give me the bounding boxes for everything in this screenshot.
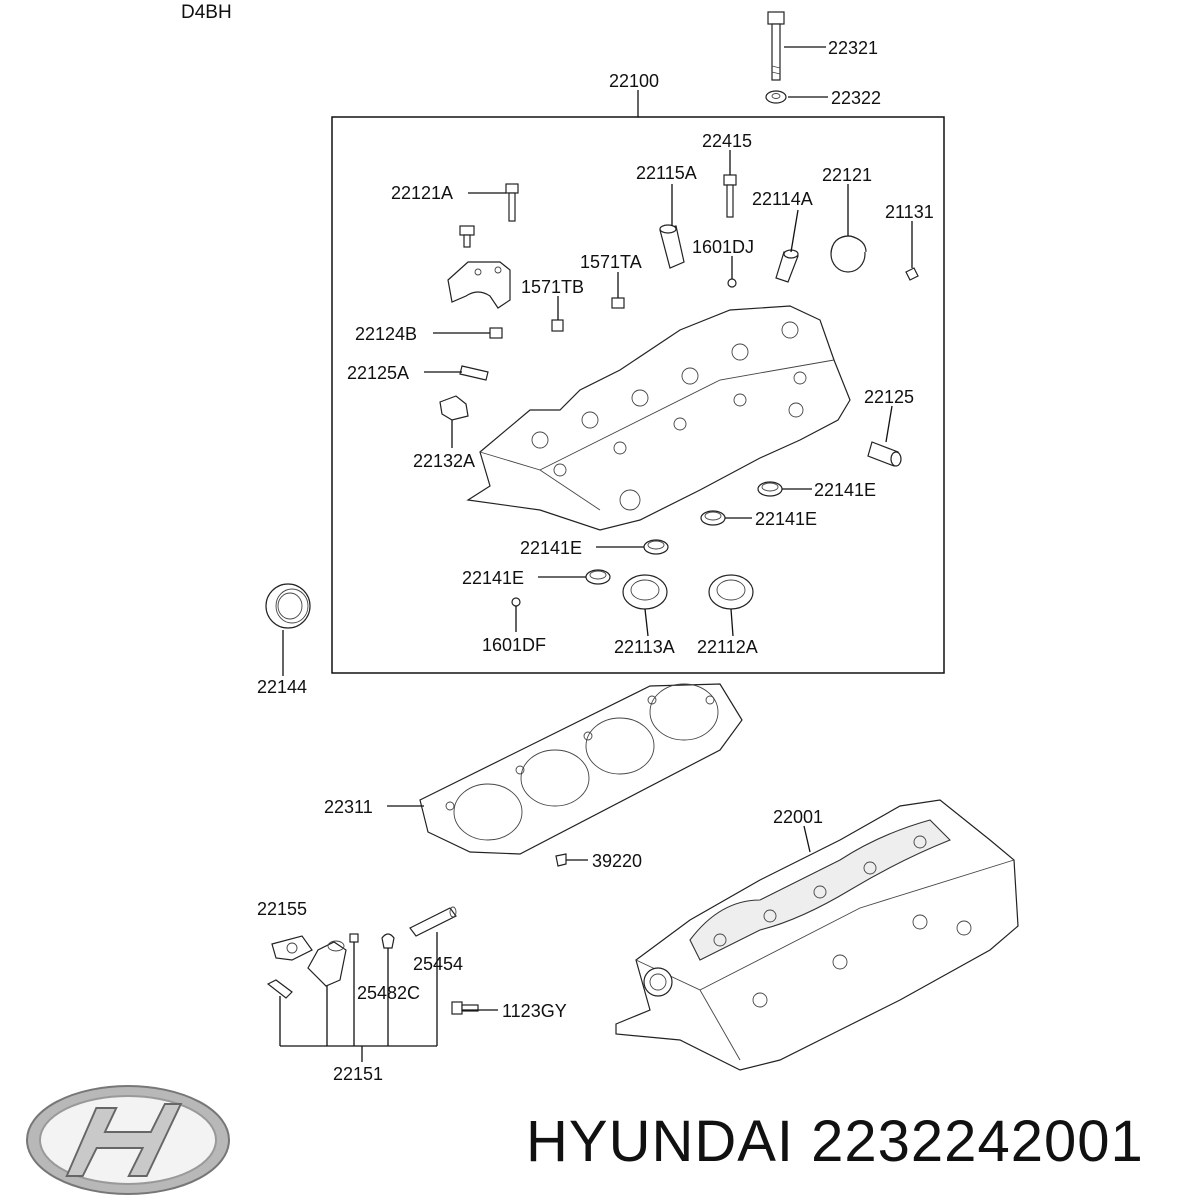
bolt-small bbox=[459, 225, 475, 248]
callout-39220: 39220 bbox=[592, 851, 642, 871]
plug-22124B bbox=[489, 327, 503, 339]
callout-22321: 22321 bbox=[828, 38, 878, 58]
stud-22125A bbox=[459, 365, 489, 381]
callout-22125: 22125 bbox=[864, 387, 914, 407]
callout-22115A: 22115A bbox=[636, 163, 697, 183]
valve-seat-22112A bbox=[708, 574, 754, 610]
callout-22001: 22001 bbox=[773, 807, 823, 827]
callout-22121A: 22121A bbox=[391, 183, 453, 203]
plug-1571TB bbox=[551, 319, 564, 332]
callout-22144: 22144 bbox=[257, 677, 307, 697]
callout-25454: 25454 bbox=[413, 954, 463, 974]
seal-22141E-3 bbox=[643, 539, 669, 555]
brand-part-number: HYUNDAI 2232242001 bbox=[526, 1108, 1144, 1175]
callout-22311: 22311 bbox=[324, 797, 373, 817]
dowel-22125 bbox=[867, 441, 902, 467]
callout-22322: 22322 bbox=[831, 88, 881, 108]
washer-22322 bbox=[765, 90, 787, 104]
sensor-22132A bbox=[439, 395, 469, 421]
seal-22141E-4 bbox=[585, 569, 611, 585]
sleeve-22115A bbox=[659, 224, 685, 269]
callout-22113A: 22113A bbox=[614, 637, 675, 657]
cylinder-head-body bbox=[466, 305, 851, 531]
cam-cap bbox=[447, 261, 511, 309]
temperature-sensor bbox=[266, 979, 293, 999]
cylinder-head-assembly-22001 bbox=[615, 799, 1019, 1071]
ball-1601DF bbox=[511, 597, 521, 607]
clamp-25482C bbox=[381, 933, 395, 949]
part-number: 2232242001 bbox=[811, 1109, 1144, 1174]
callout-22151: 22151 bbox=[333, 1064, 383, 1084]
bolt-22121A bbox=[505, 183, 519, 222]
callout-22415: 22415 bbox=[702, 131, 752, 151]
bolt-39220 bbox=[555, 853, 567, 867]
callout-1601DJ: 1601DJ bbox=[692, 237, 754, 257]
head-gasket-22311 bbox=[419, 683, 743, 855]
head-bolt-22321 bbox=[767, 11, 785, 81]
callout-22112A: 22112A bbox=[697, 637, 758, 657]
callout-22141E-1: 22141E bbox=[814, 480, 876, 500]
ball-1601DJ bbox=[727, 278, 737, 288]
leader-lines bbox=[279, 46, 913, 1062]
bolt-22415 bbox=[723, 174, 737, 218]
callout-25482C: 25482C bbox=[357, 983, 420, 1003]
oil-seal-22144 bbox=[265, 583, 311, 629]
hose-25454 bbox=[409, 906, 457, 937]
plug-1571TA bbox=[611, 297, 625, 309]
callout-22141E-4: 22141E bbox=[462, 568, 524, 588]
water-outlet-fitting bbox=[307, 940, 347, 987]
callout-22141E-3: 22141E bbox=[520, 538, 582, 558]
callout-22124B: 22124B bbox=[355, 324, 417, 344]
gasket-22155 bbox=[271, 935, 313, 961]
bolt-1123GY bbox=[451, 1001, 479, 1015]
callout-22132A: 22132A bbox=[413, 451, 475, 471]
callout-22121: 22121 bbox=[822, 165, 872, 185]
callout-21131: 21131 bbox=[885, 202, 934, 222]
plug-21131 bbox=[905, 267, 919, 281]
seal-22141E-1 bbox=[757, 481, 783, 497]
callout-22125A: 22125A bbox=[347, 363, 409, 383]
callout-22114A: 22114A bbox=[752, 189, 813, 209]
seal-22141E-2 bbox=[700, 510, 726, 526]
brand-name: HYUNDAI bbox=[526, 1109, 795, 1174]
sleeve-22114A bbox=[775, 249, 799, 283]
hyundai-logo-icon bbox=[26, 1085, 230, 1195]
callout-1601DF: 1601DF bbox=[482, 635, 546, 655]
callout-1571TB: 1571TB bbox=[521, 277, 584, 297]
callout-22155: 22155 bbox=[257, 899, 307, 919]
small-plug bbox=[349, 933, 359, 943]
callout-22100: 22100 bbox=[609, 71, 659, 91]
valve-seat-22113A bbox=[622, 574, 668, 610]
callout-1123GY: 1123GY bbox=[502, 1001, 567, 1021]
callout-1571TA: 1571TA bbox=[580, 252, 642, 272]
callout-22141E-2: 22141E bbox=[755, 509, 817, 529]
plug-22121 bbox=[830, 235, 867, 273]
model-code-label: D4BH bbox=[181, 2, 232, 23]
